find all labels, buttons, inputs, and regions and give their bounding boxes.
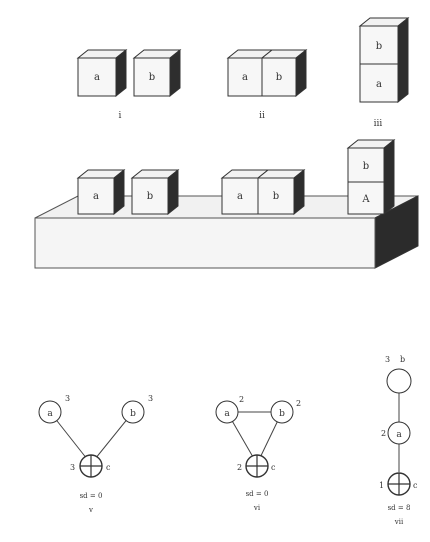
graph-vi: a b 2 2 2 c sd = 0 vi (215, 395, 301, 512)
platform-pair: a b (220, 168, 306, 216)
degree-label: 3 (70, 463, 75, 472)
platform-cube-b: b (130, 168, 180, 216)
label-ii: ii (259, 111, 265, 121)
node-label: b (130, 409, 136, 419)
node-a (387, 421, 411, 445)
numeral-v: v (88, 506, 93, 514)
cube-label: b (276, 72, 282, 83)
cube-label: A (361, 194, 370, 205)
platform-stack: b A (346, 138, 396, 216)
degree-label: 2 (296, 399, 301, 408)
cube-label: b (149, 72, 155, 83)
degree-label: 3 (148, 394, 153, 403)
center-label: c (106, 463, 111, 472)
cube-a-i: a (76, 48, 128, 98)
node-a (215, 400, 239, 424)
cube-label: a (376, 79, 382, 90)
degree-label: 2 (239, 395, 244, 404)
node-a (38, 400, 62, 424)
cube-label: a (93, 191, 99, 202)
center-label: c (271, 463, 276, 472)
cube-b-ii: b (260, 48, 308, 98)
node-label: a (396, 430, 402, 440)
degree-label: 1 (379, 481, 384, 490)
node-label: a (47, 409, 53, 419)
cube-b-i: b (132, 48, 182, 98)
node-b (386, 368, 412, 394)
sd-label: sd = 0 (246, 490, 269, 498)
cube-label: b (147, 191, 153, 202)
sd-label: sd = 8 (388, 504, 411, 512)
cube-label: b (273, 191, 279, 202)
graph-v: a b 3 3 3 c sd = 0 v (38, 394, 153, 514)
graph-vii: 3 b 2 a 1 c sd = 8 vii (379, 355, 418, 526)
degree-label: 2 (381, 429, 386, 438)
numeral-vi: vi (253, 504, 261, 512)
cube-label: a (94, 72, 100, 83)
degree-label: 2 (237, 463, 242, 472)
degree-label: 3 (65, 394, 70, 403)
numeral-vii: vii (394, 518, 404, 526)
node-b (121, 400, 145, 424)
center-label: c (413, 481, 418, 490)
platform-cube-a: a (76, 168, 126, 216)
node-b (270, 400, 294, 424)
node-label: a (224, 409, 230, 419)
cube-label: b (376, 41, 382, 52)
label-iii: iii (374, 119, 383, 129)
node-label: b (279, 409, 285, 419)
cube-label: b (363, 161, 369, 172)
sd-label: sd = 0 (80, 492, 103, 500)
degree-label: 3 (385, 355, 390, 364)
platform (34, 195, 419, 269)
cube-stack-iii: b a (358, 16, 410, 104)
cube-label: a (242, 72, 248, 83)
node-label: b (400, 355, 405, 364)
cube-a-ii: a (226, 49, 274, 97)
cube-label: a (237, 191, 243, 202)
label-i: i (119, 111, 122, 121)
